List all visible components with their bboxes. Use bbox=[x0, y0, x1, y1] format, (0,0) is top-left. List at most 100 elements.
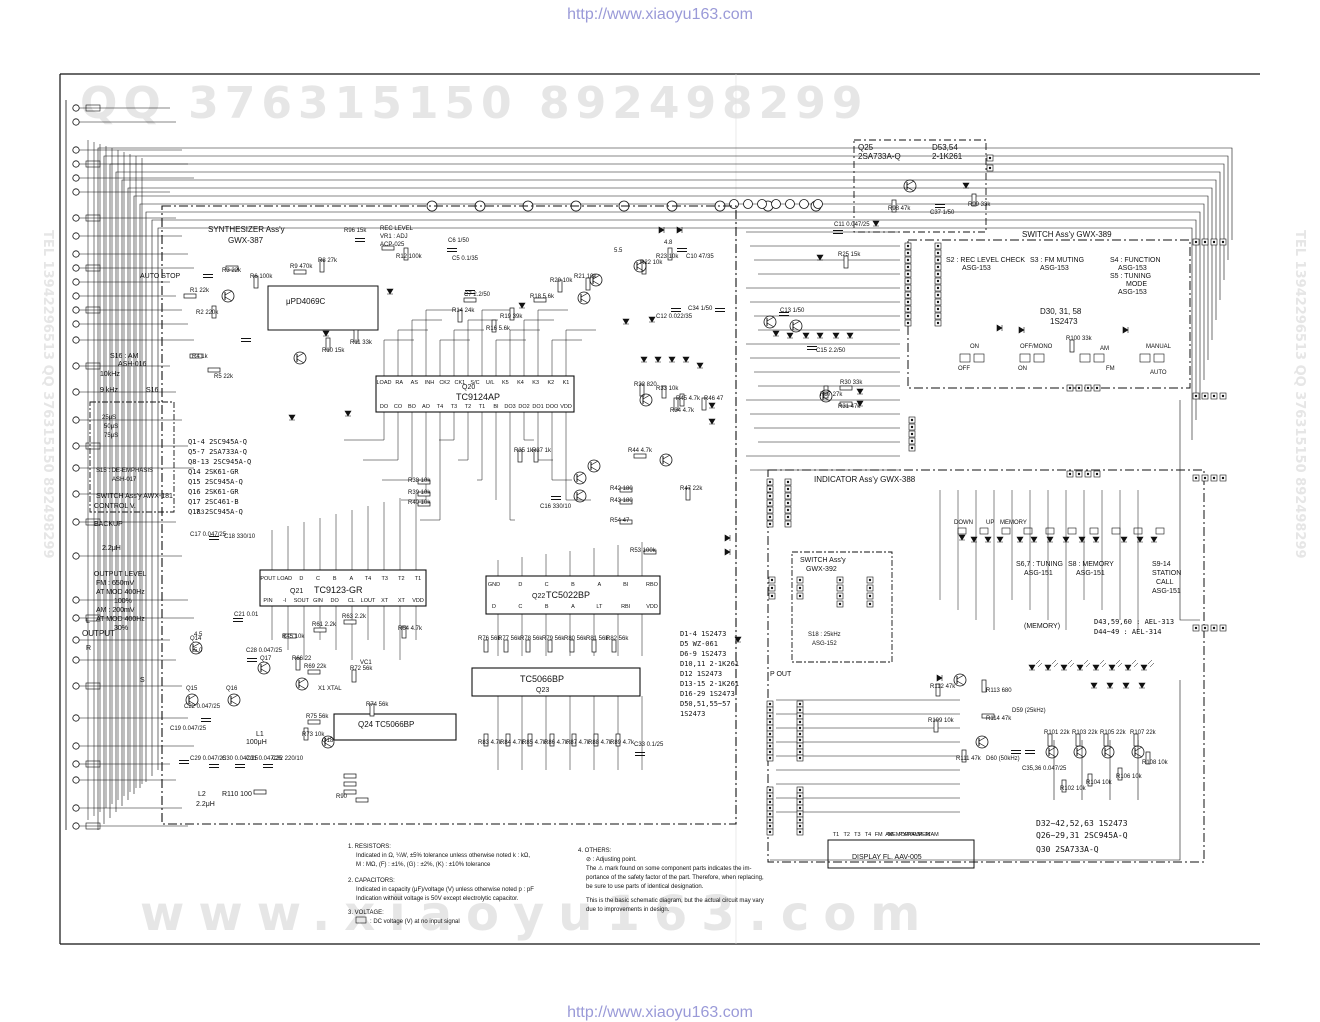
left-terminal-bus bbox=[65, 100, 194, 830]
ic-q22-label: TC5022BP bbox=[546, 590, 590, 600]
ic-pin-label: T2 bbox=[843, 832, 849, 838]
s5-auto-label: AUTO bbox=[1150, 370, 1167, 376]
wire bbox=[642, 394, 651, 400]
connector-pin bbox=[768, 800, 772, 804]
c6-label: C6 1/50 bbox=[448, 238, 470, 244]
diode bbox=[962, 182, 970, 189]
switch-contact bbox=[1089, 527, 1099, 535]
ic-pin-label: T2 bbox=[465, 404, 471, 410]
r75-label: R75 56k bbox=[306, 714, 329, 720]
resistor bbox=[839, 385, 853, 391]
wire bbox=[662, 460, 671, 466]
connector-pin bbox=[798, 744, 802, 748]
ic-pin-label: AO bbox=[422, 404, 431, 410]
r20-label: R20 10k bbox=[550, 278, 573, 284]
r21-label: R21 10k bbox=[574, 274, 597, 280]
resistor bbox=[547, 639, 553, 653]
wire bbox=[121, 179, 1217, 806]
connector-pin bbox=[868, 594, 872, 598]
connector-pin bbox=[798, 818, 802, 822]
wire bbox=[642, 400, 651, 406]
diode bbox=[518, 302, 526, 309]
connector-pin bbox=[768, 714, 772, 718]
wire bbox=[906, 180, 915, 186]
s15-label: S15 : DE-EMPHASIS bbox=[96, 468, 153, 474]
diode bbox=[1122, 326, 1129, 334]
c16-label: C16 330/10 bbox=[540, 504, 572, 510]
connector-pin bbox=[868, 578, 872, 582]
r10-label: R10 15k bbox=[322, 348, 345, 354]
r18-label: R18 5.6k bbox=[530, 294, 555, 300]
wire bbox=[523, 319, 554, 376]
switch-contact bbox=[1139, 353, 1151, 363]
wire bbox=[551, 339, 582, 376]
ic-pin-label: P/MEM bbox=[912, 832, 930, 838]
connector-pin bbox=[768, 738, 772, 742]
ic-pin-label: T1 bbox=[833, 832, 839, 838]
list-item: Q16 2SK61-GR bbox=[188, 488, 239, 496]
r2-label: R2 220k bbox=[196, 310, 219, 316]
led-arrows bbox=[1131, 659, 1139, 668]
c32-label: C32 220/10 bbox=[272, 756, 304, 762]
r104-label: R104 10k bbox=[1086, 780, 1113, 786]
led-arrows bbox=[1067, 659, 1075, 668]
resistor bbox=[211, 305, 217, 319]
c31-label: C31 0.047/25 bbox=[246, 756, 283, 762]
transistor bbox=[185, 693, 199, 707]
connector-pin bbox=[838, 594, 842, 598]
connector-pin bbox=[936, 321, 940, 325]
r39-label: R39 10k bbox=[408, 490, 431, 496]
r45-label: R45 4.7k bbox=[676, 396, 701, 402]
r79-label: R79 56k bbox=[542, 636, 565, 642]
s67-part-no: ASG-151 bbox=[1024, 570, 1053, 577]
transistor bbox=[763, 315, 777, 329]
wire bbox=[188, 694, 197, 700]
d60-label: D60 (50kHz) bbox=[986, 756, 1020, 762]
memory-sw-label: MEMORY bbox=[1000, 520, 1027, 526]
ic-pin-label: B bbox=[333, 576, 337, 582]
r38-label: R38 10k bbox=[408, 478, 431, 484]
header-url[interactable]: http://www.xiaoyu163.com bbox=[567, 6, 753, 23]
connector-pin bbox=[910, 446, 914, 450]
q25-ref: Q25 bbox=[858, 143, 874, 152]
wire bbox=[298, 684, 307, 690]
connector-pin bbox=[988, 156, 992, 160]
note-4-line-c: portance of the safety factor of the par… bbox=[586, 875, 764, 881]
wire bbox=[565, 329, 596, 376]
r53-label: R53 100k bbox=[630, 548, 657, 554]
diode bbox=[658, 226, 665, 234]
connector-pin bbox=[768, 480, 772, 484]
connector-pin bbox=[768, 750, 772, 754]
r25-label: R25 15k bbox=[838, 252, 861, 258]
bus-node bbox=[799, 199, 809, 209]
ic-pin-label: K3 bbox=[532, 380, 539, 386]
r113-label: R113 680 bbox=[986, 688, 1012, 694]
r103-label: R103 22k bbox=[1072, 730, 1099, 736]
diode bbox=[1092, 536, 1100, 543]
s8-part-no: ASG-151 bbox=[1076, 570, 1105, 577]
r108-label: R108 10k bbox=[1142, 760, 1169, 766]
r76-label: R76 56k bbox=[478, 636, 501, 642]
s3-label: S3 : FM MUTING bbox=[1030, 257, 1084, 264]
resistor bbox=[843, 255, 849, 269]
footer-url[interactable]: http://www.xiaoyu163.com bbox=[567, 1004, 753, 1021]
s4-label: S4 : FUNCTION bbox=[1110, 257, 1161, 264]
display-fl-label: DISPLAY FL. AAV-005 bbox=[852, 854, 922, 861]
connector-pin bbox=[1077, 472, 1081, 476]
transistor bbox=[639, 393, 653, 407]
note-2-title: 2. CAPACITORS: bbox=[348, 878, 395, 884]
ic-pin-label: D bbox=[492, 604, 496, 610]
diode bbox=[1106, 682, 1114, 689]
c30-label: C30 0.047/25 bbox=[222, 756, 259, 762]
resistor bbox=[253, 275, 259, 289]
wire bbox=[792, 326, 801, 332]
q17-label: Q17 bbox=[260, 656, 272, 662]
c37-label: C37 1/50 bbox=[930, 210, 955, 216]
connector-pin bbox=[936, 286, 940, 290]
bus-node bbox=[743, 199, 753, 209]
terminal-pad bbox=[72, 682, 80, 690]
r101-label: R101 22k bbox=[1044, 730, 1071, 736]
connector-pin bbox=[1212, 394, 1216, 398]
am-level-label: AM : 200mV bbox=[96, 607, 135, 614]
q14-label: Q14 bbox=[190, 636, 202, 642]
